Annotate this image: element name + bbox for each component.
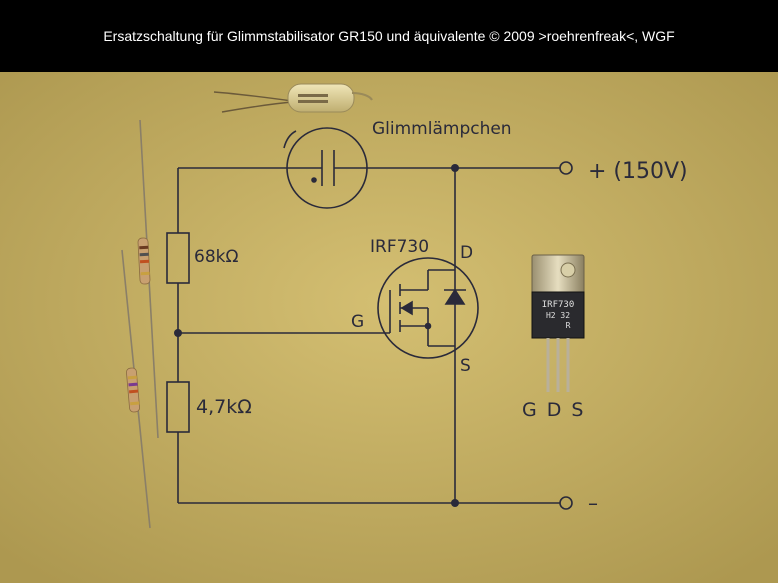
schematic-wires: [177, 167, 560, 504]
resistor-4k7-symbol: [166, 381, 190, 433]
pin-labels: G D S: [522, 399, 586, 421]
resistor-4k7-photo: [121, 249, 151, 529]
paper-shading: [0, 72, 778, 583]
glow-lamp-symbol: [283, 127, 368, 209]
chip-marking-2: H2 32: [546, 311, 570, 320]
junction-dots: [174, 164, 459, 507]
lamp-label: Glimmlämpchen: [372, 119, 512, 139]
terminal-minus: [559, 496, 573, 510]
chip-marking-3: R: [566, 321, 571, 330]
chip-marking-1: IRF730: [542, 300, 575, 310]
source-label: S: [460, 356, 471, 376]
r-top-label: 68kΩ: [194, 247, 238, 267]
terminal-plus: [559, 161, 573, 175]
drain-label: D: [460, 243, 473, 263]
glow-lamp-photo: [213, 83, 373, 113]
r-bottom-label: 4,7kΩ: [196, 396, 252, 418]
title-bar: Ersatzschaltung für Glimmstabilisator GR…: [0, 0, 778, 72]
resistor-68k-symbol: [166, 232, 190, 284]
mosfet-symbol: [377, 257, 479, 359]
mosfet-label: IRF730: [370, 237, 429, 257]
page-title: Ersatzschaltung für Glimmstabilisator GR…: [103, 28, 675, 44]
plus-label: + (150V): [588, 159, 688, 184]
mosfet-to220-photo: [531, 254, 585, 392]
gate-label: G: [351, 312, 364, 332]
resistor-68k-photo: [137, 119, 159, 439]
minus-label: –: [588, 491, 598, 515]
